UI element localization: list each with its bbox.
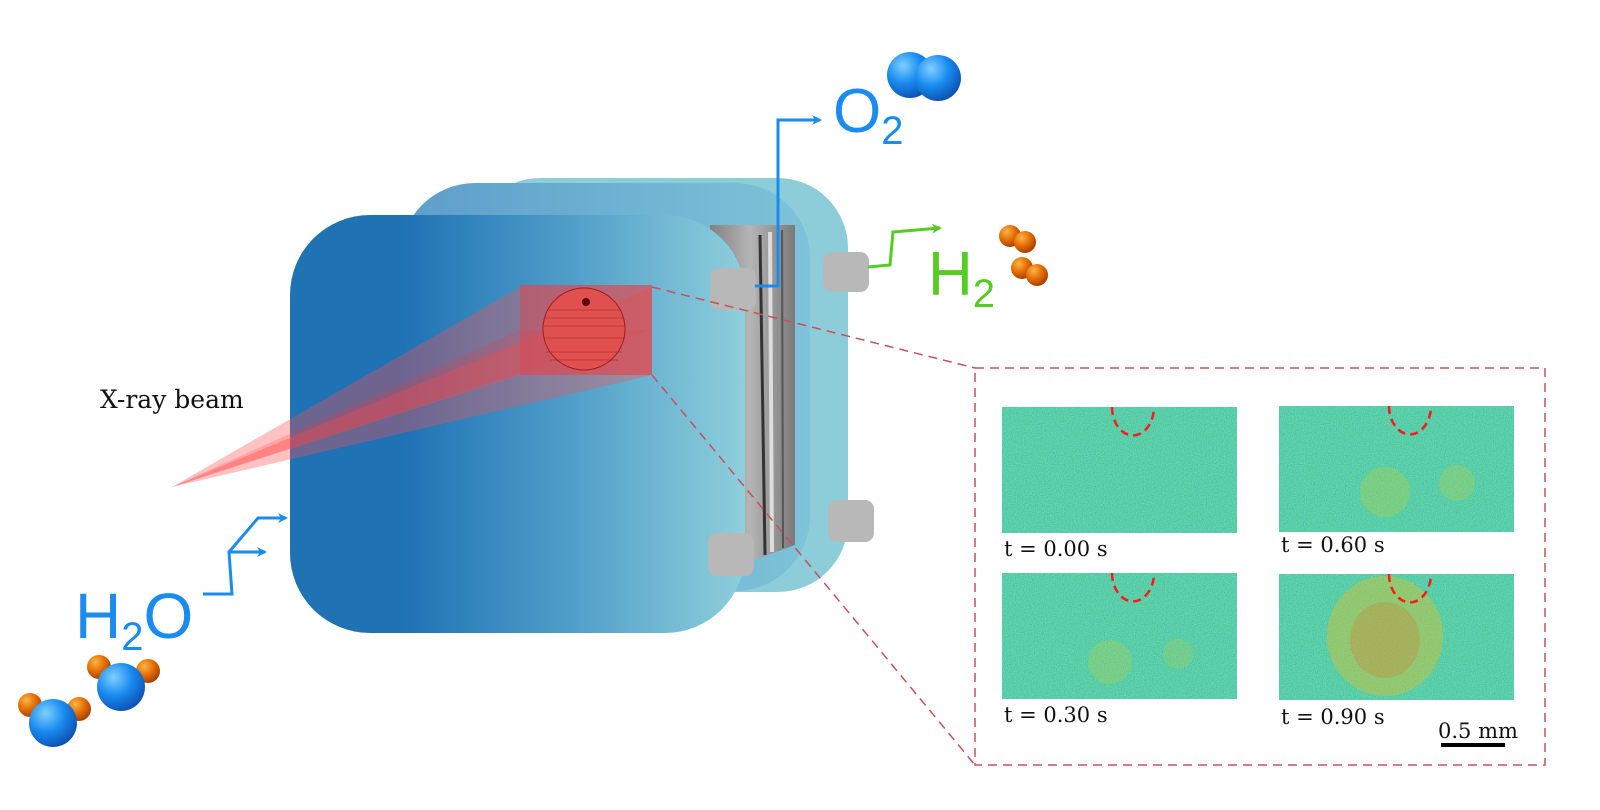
o2-label: O2 <box>833 77 903 153</box>
h2-molecules <box>999 225 1048 286</box>
radiograph-panel-3: t = 0.90 s <box>1279 573 1514 729</box>
xray-beam-label: X-ray beam <box>100 385 244 414</box>
radiograph-panel-1: t = 0.60 s <box>1279 405 1514 557</box>
zoom-line <box>651 286 976 369</box>
scale-bar-label: 0.5 mm <box>1438 719 1518 743</box>
svg-text:t = 0.30 s: t = 0.30 s <box>1004 703 1108 727</box>
h2o-inlet-arrow <box>203 547 267 596</box>
bolt <box>708 533 754 576</box>
h2-label: H2 <box>928 240 995 316</box>
h2o-molecules <box>18 655 160 747</box>
svg-text:t = 0.00 s: t = 0.00 s <box>1004 537 1108 561</box>
radiograph-panel-2: t = 0.30 s <box>1002 572 1237 727</box>
radiograph-panel-0: t = 0.00 s <box>1002 406 1237 561</box>
h2o-label: H2O <box>75 580 193 659</box>
o2-molecule <box>887 52 961 101</box>
bolt <box>823 252 869 292</box>
h2o-inlet-arrow <box>227 513 288 553</box>
svg-text:t = 0.60 s: t = 0.60 s <box>1281 533 1385 557</box>
h2-outlet-arrow <box>867 223 942 269</box>
svg-text:t = 0.90 s: t = 0.90 s <box>1281 705 1385 729</box>
bolt <box>710 268 756 310</box>
bolt <box>828 500 874 542</box>
zoom-line <box>651 374 976 766</box>
scale-bar <box>1441 743 1505 747</box>
o2-outlet-arrow <box>755 115 822 288</box>
xray-beam <box>172 285 652 487</box>
